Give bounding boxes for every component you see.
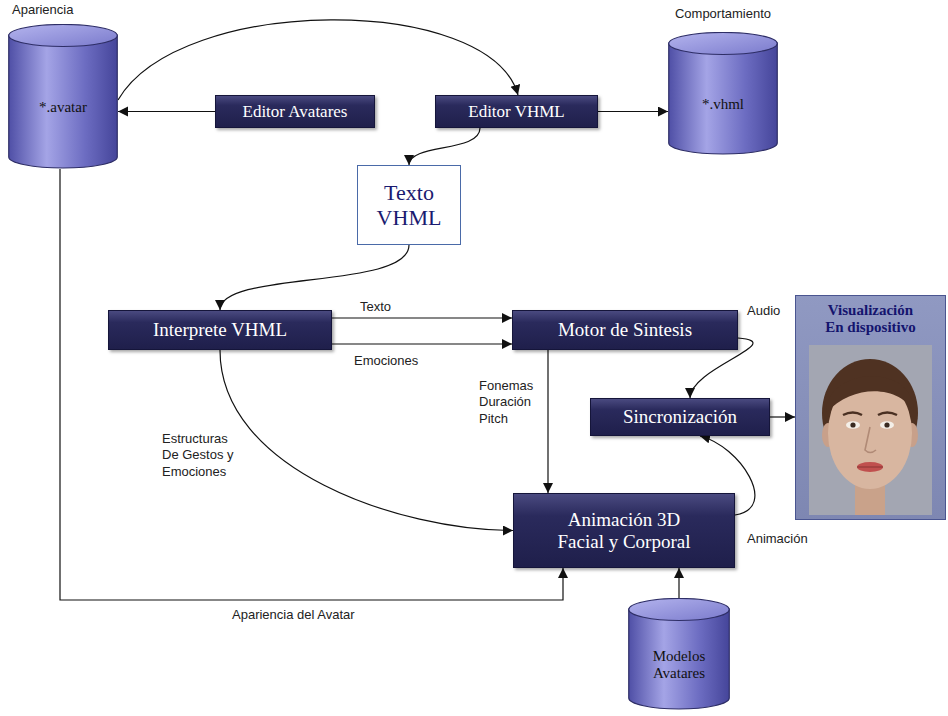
node-label: Animación 3D Facial y Corporal <box>549 509 699 553</box>
text-box: Texto VHML <box>357 165 461 245</box>
process-box: Sincronización <box>590 398 770 436</box>
cylinder-top <box>9 25 118 47</box>
connector <box>60 169 563 600</box>
display-panel-frame <box>796 296 946 520</box>
face-background <box>809 345 932 515</box>
node-label: Visualización En dispositivo <box>821 302 921 337</box>
node-label: Motor de Sintesis <box>558 319 692 341</box>
node-label: Sincronización <box>623 406 737 428</box>
node-label: Modelos Avatares <box>628 648 730 683</box>
connector <box>118 111 215 112</box>
face-eye <box>846 421 860 429</box>
cylinder-body <box>9 35 118 168</box>
connector <box>678 568 679 598</box>
face-hair-front <box>826 376 914 413</box>
database-cylinder: Apariencia*.avatar <box>8 24 118 169</box>
face-nose <box>865 427 876 453</box>
database-cylinder: Comportamiento*.vhml <box>668 32 778 155</box>
connector <box>770 416 795 417</box>
cylinder-outline <box>8 24 118 169</box>
cylinder-body <box>669 43 778 154</box>
node-label: *.avatar <box>39 99 87 116</box>
node-label: Editor Avatares <box>243 102 348 122</box>
process-box: Editor Avatares <box>215 95 375 128</box>
node-heading: Apariencia <box>12 3 73 18</box>
face-pupil <box>884 422 889 427</box>
display-panel: Visualización En dispositivo <box>795 295 946 520</box>
edge-label: Audio <box>745 303 782 319</box>
face-pupil <box>850 422 855 427</box>
process-box: Interprete VHML <box>108 310 332 350</box>
connector <box>220 350 513 531</box>
face-brow <box>843 413 862 416</box>
edge-label: Apariencia del Avatar <box>230 607 357 623</box>
process-box: Editor VHML <box>435 95 598 128</box>
display-illustration <box>796 296 946 520</box>
cylinder-body <box>629 609 730 709</box>
process-box: Motor de Sintesis <box>512 310 738 350</box>
face-eye <box>880 421 894 429</box>
cylinder-top <box>629 599 730 621</box>
connector <box>118 20 518 100</box>
connector <box>409 128 480 165</box>
connector <box>332 343 512 344</box>
cylinder-outline <box>668 32 778 155</box>
connector <box>598 111 668 112</box>
face-lip-line <box>857 467 883 468</box>
edge-label: Animación <box>745 531 810 547</box>
node-heading: Comportamiento <box>675 7 771 22</box>
connector <box>547 350 548 493</box>
node-label: Texto VHML <box>362 180 456 231</box>
edge-label: Fonemas Duración Pitch <box>477 378 539 427</box>
face-brow <box>878 413 897 416</box>
node-label: *.vhml <box>702 96 744 113</box>
cylinder-top <box>669 33 778 55</box>
face-lips <box>857 462 883 472</box>
edge-label: Emociones <box>352 353 420 369</box>
node-label: Interprete VHML <box>153 319 287 341</box>
edge-label: Estructuras De Gestos y Emociones <box>160 431 242 480</box>
database-cylinder: Modelos Avatares <box>628 598 730 710</box>
connector <box>332 317 512 318</box>
node-label: Editor VHML <box>468 102 565 122</box>
edge-label: Texto <box>358 299 393 315</box>
process-box: Animación 3D Facial y Corporal <box>513 493 735 568</box>
